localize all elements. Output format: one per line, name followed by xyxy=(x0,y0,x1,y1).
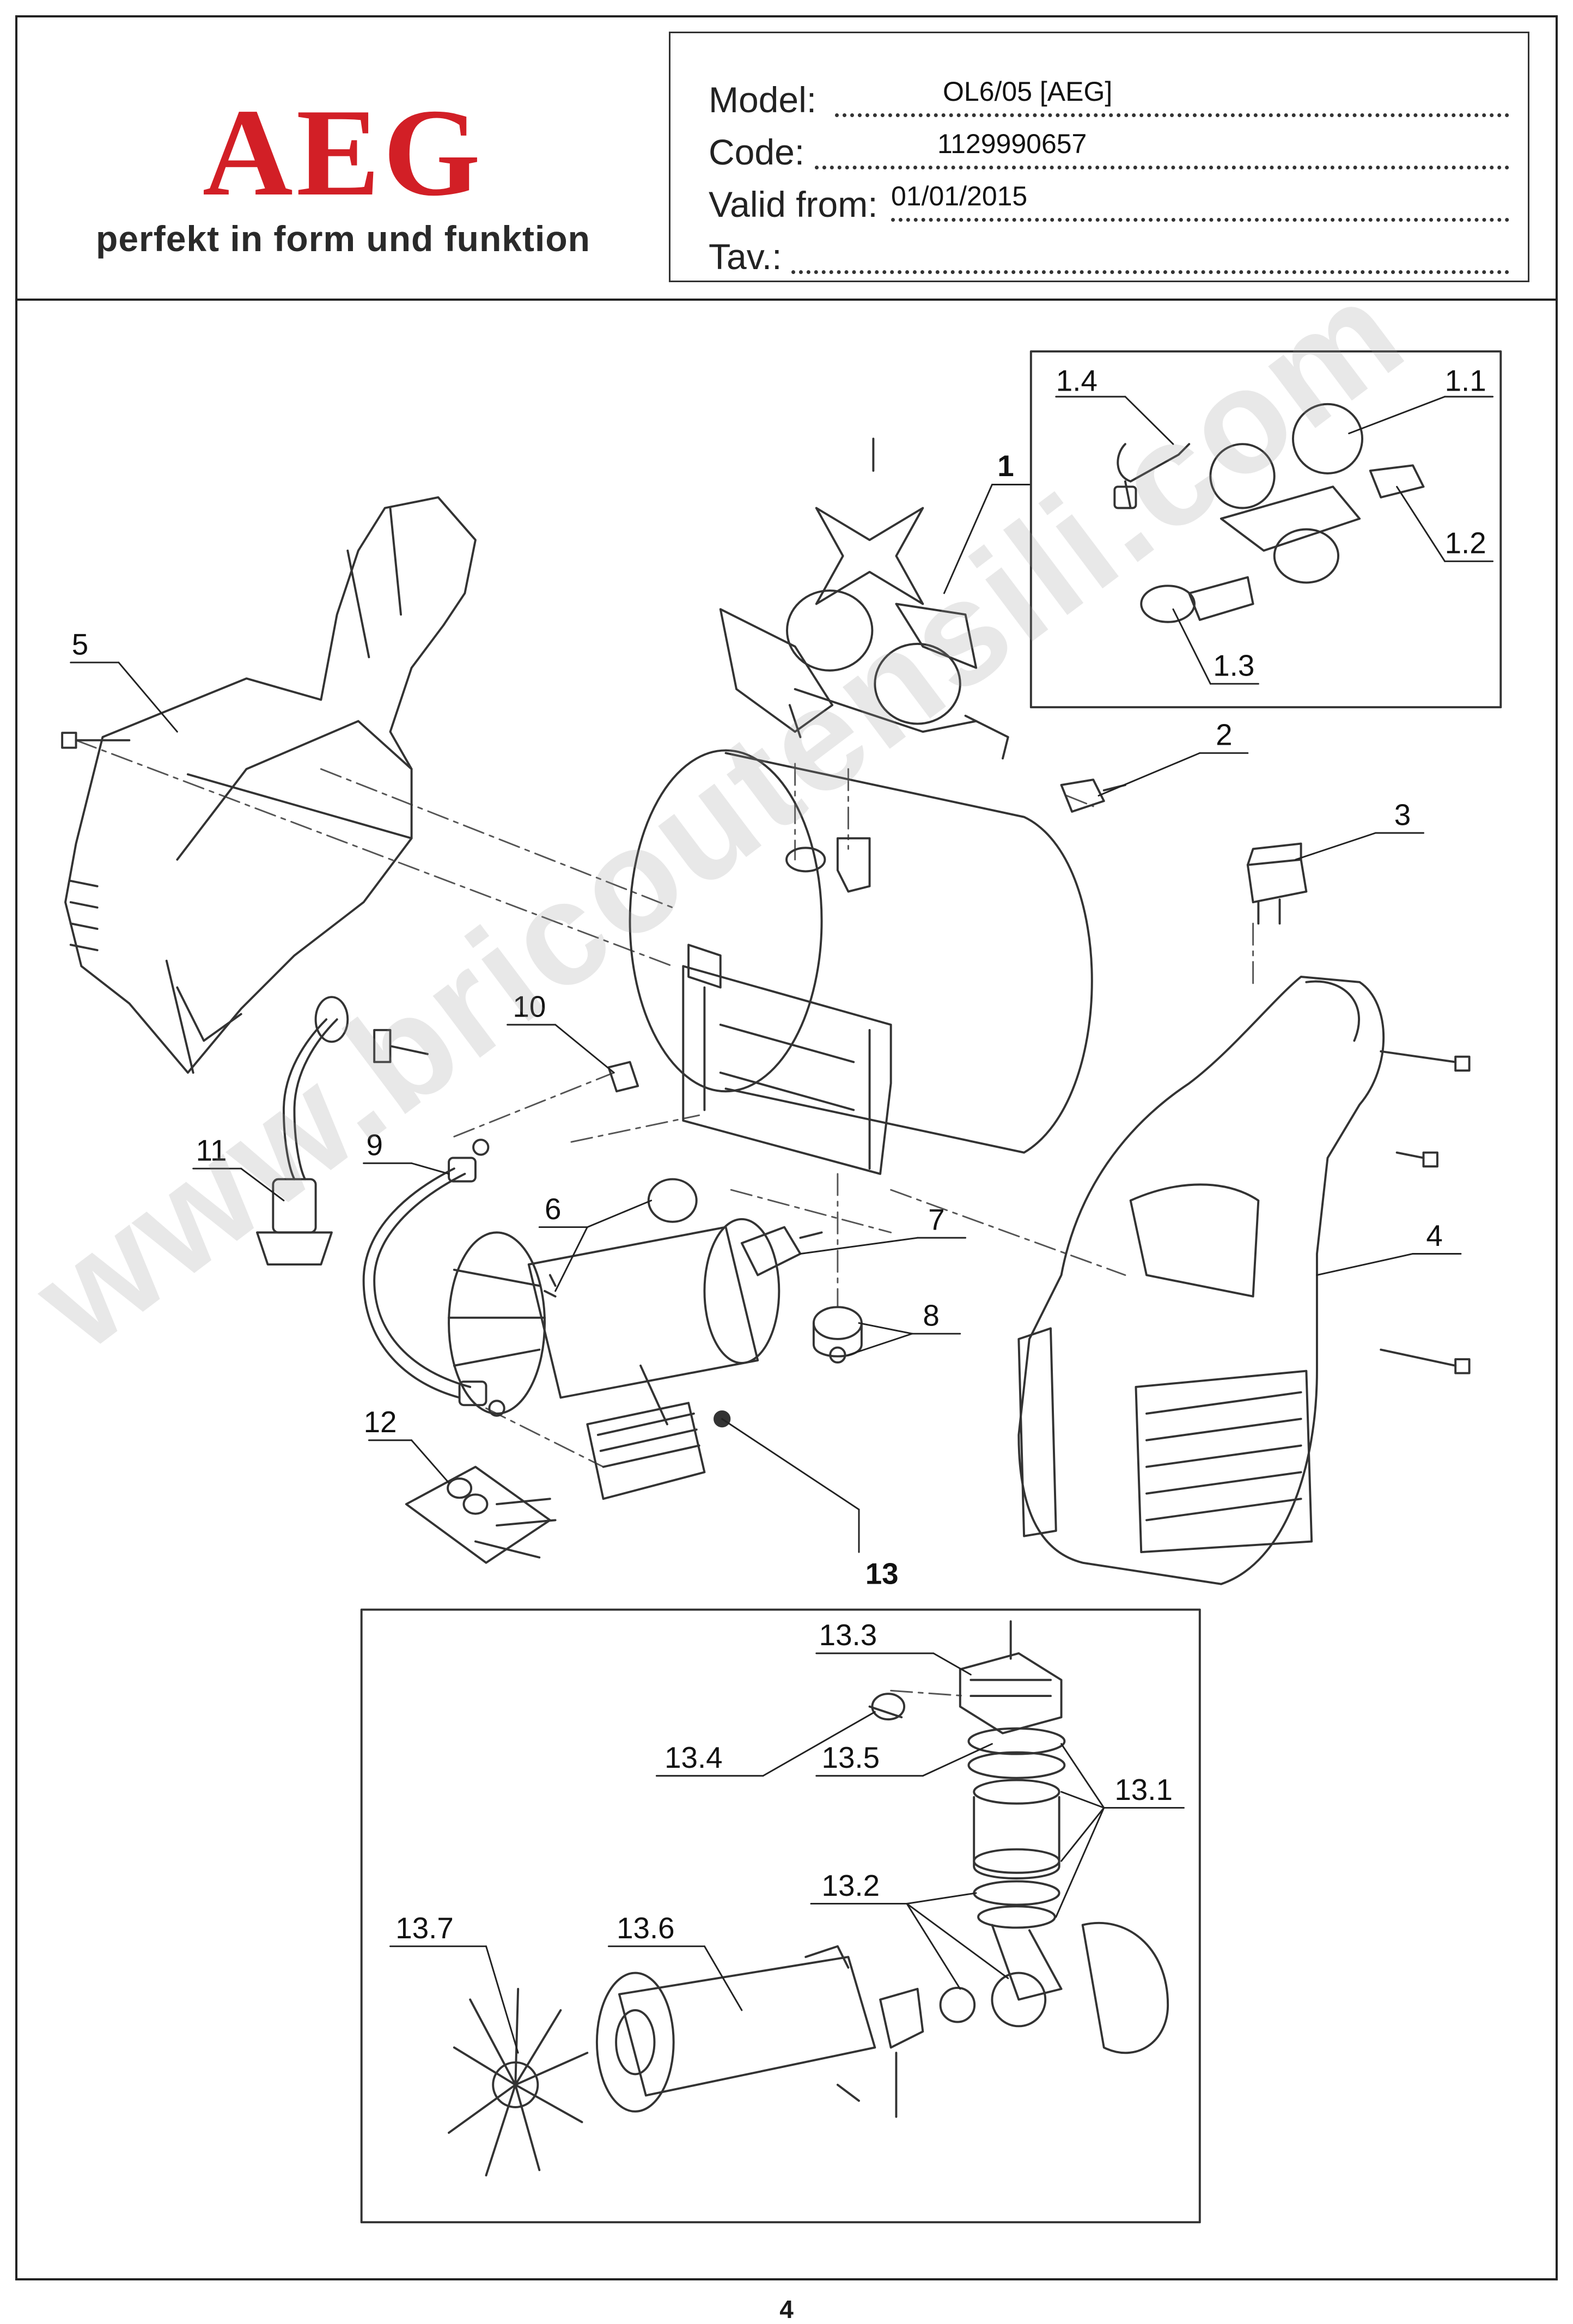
info-row-tav: Tav.: xyxy=(709,228,1509,281)
label-part-1: 1 xyxy=(997,449,1014,483)
rubber-foot-part-8 xyxy=(812,1306,863,1364)
code-value: 1129990657 xyxy=(937,129,1087,159)
model-value: OL6/05 [AEG] xyxy=(943,76,1113,107)
info-row-model: Model: OL6/05 [AEG] xyxy=(709,71,1509,124)
logo-brand: AEG xyxy=(202,83,484,222)
info-row-valid-from: Valid from: 01/01/2015 xyxy=(709,176,1509,228)
info-row-code: Code: 1129990657 xyxy=(709,124,1509,176)
label-part-1-2: 1.2 xyxy=(1445,526,1486,560)
power-cord-part-11 xyxy=(256,996,429,1266)
info-box: Model: OL6/05 [AEG] Code: 1129990657 Val… xyxy=(669,32,1529,282)
label-part-13-7: 13.7 xyxy=(395,1911,454,1945)
label-part-3: 3 xyxy=(1394,798,1411,831)
header-divider xyxy=(15,299,1558,301)
switch-part-3 xyxy=(1246,842,1308,925)
valid-from-label: Valid from: xyxy=(709,184,878,224)
valid-from-value: 01/01/2015 xyxy=(891,181,1028,211)
label-part-7: 7 xyxy=(928,1202,944,1236)
label-part-11: 11 xyxy=(196,1133,227,1167)
label-part-1-1: 1.1 xyxy=(1445,363,1486,397)
code-label: Code: xyxy=(709,132,805,172)
part-labels: 1 1.4 1.1 1.2 1.3 2 3 4 5 6 7 8 9 10 11 … xyxy=(72,363,1486,1945)
label-part-1-3: 1.3 xyxy=(1213,649,1254,683)
label-part-5: 5 xyxy=(72,627,88,661)
label-part-2: 2 xyxy=(1216,718,1232,752)
label-part-6: 6 xyxy=(545,1192,561,1226)
pressure-regulator-part-1 xyxy=(719,437,1009,760)
fitting-part-10 xyxy=(607,1061,639,1093)
label-part-12: 12 xyxy=(364,1405,397,1439)
cooling-fan-part-13-7 xyxy=(448,1987,589,2177)
label-part-13-4: 13.4 xyxy=(664,1741,723,1774)
right-housing-part-4 xyxy=(1017,976,1471,1585)
label-part-13-6: 13.6 xyxy=(617,1911,675,1945)
alignment-lines xyxy=(75,739,1254,1697)
label-part-13-5: 13.5 xyxy=(822,1741,880,1774)
page-number: 4 xyxy=(779,2295,794,2323)
label-part-1-1-4: 1.4 xyxy=(1056,363,1098,397)
label-part-4: 4 xyxy=(1426,1219,1442,1252)
label-part-10: 10 xyxy=(513,989,546,1023)
label-part-13-3: 13.3 xyxy=(819,1618,877,1652)
label-part-8: 8 xyxy=(923,1298,939,1332)
leader-lines xyxy=(70,396,1494,2054)
left-housing-part-5 xyxy=(61,496,477,1074)
label-part-13-1: 13.1 xyxy=(1114,1773,1173,1806)
label-part-13: 13 xyxy=(865,1557,899,1591)
page-frame xyxy=(15,15,1558,2280)
air-tank xyxy=(629,749,1093,1175)
inset-box-regulator xyxy=(1029,350,1502,709)
model-label: Model: xyxy=(709,80,817,120)
exploded-parts-diagram: 1 1.4 1.1 1.2 1.3 2 3 4 5 6 7 8 9 10 11 … xyxy=(61,350,1502,2224)
pressure-switch-part-7 xyxy=(740,1226,823,1276)
label-part-9: 9 xyxy=(366,1128,382,1162)
logo-slogan: perfekt in form und funktion xyxy=(96,218,590,259)
terminal-board-part-12 xyxy=(405,1465,557,1564)
label-part-13-2: 13.2 xyxy=(822,1869,880,1902)
delivery-tube-part-9 xyxy=(362,1139,505,1417)
motor-mount-part-6 xyxy=(544,1178,698,1298)
motor-compressor-part-13 xyxy=(448,1218,781,1500)
inset-box-pump xyxy=(360,1608,1201,2224)
regulator-inset-parts xyxy=(1113,403,1425,623)
pump-inset-parts xyxy=(448,1620,1169,2177)
aeg-logo: AEG perfekt in form und funktion xyxy=(93,83,594,259)
tav-label: Tav.: xyxy=(709,236,782,277)
